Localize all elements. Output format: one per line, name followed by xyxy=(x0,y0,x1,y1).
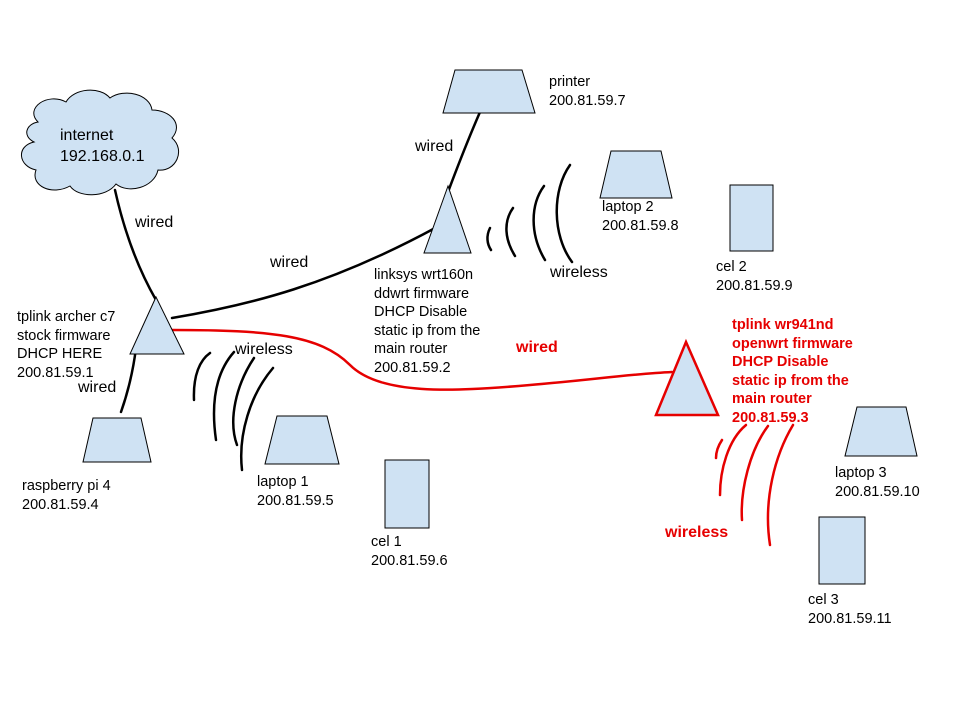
link-label-internet-archer: wired xyxy=(135,214,174,231)
wr941-wireless-waves-icon xyxy=(714,423,795,547)
link-label-linksys-printer: wired xyxy=(415,138,454,155)
link-archer-raspberry xyxy=(119,346,138,414)
linksys-label: linksys wrt160n ddwrt firmware DHCP Disa… xyxy=(374,267,481,376)
link-label-archer-wr941: wired xyxy=(516,339,558,356)
archer-router-icon xyxy=(129,295,185,355)
laptop3-label: laptop 3 200.81.59.10 xyxy=(835,465,920,500)
link-linksys-printer xyxy=(446,110,482,194)
printer-label: printer 200.81.59.7 xyxy=(549,74,626,109)
raspberry-label: raspberry pi 4 200.81.59.4 xyxy=(22,478,111,513)
laptop3-icon xyxy=(844,406,918,457)
link-label-linksys-wireless: wireless xyxy=(550,264,608,281)
laptop2-label: laptop 2 200.81.59.8 xyxy=(602,199,679,234)
cel1-icon xyxy=(384,459,430,529)
link-archer-linksys xyxy=(170,225,439,320)
link-label-archer-wireless: wireless xyxy=(235,341,293,358)
link-archer-wr941 xyxy=(170,328,674,391)
cloud-icon xyxy=(21,89,179,196)
linksys-router-icon xyxy=(423,184,472,254)
link-internet-archer xyxy=(113,188,158,302)
raspberry-icon xyxy=(82,417,152,463)
cel1-label: cel 1 200.81.59.6 xyxy=(371,534,448,569)
wr941-router-icon xyxy=(654,338,720,417)
cel2-icon xyxy=(729,184,774,252)
laptop2-icon xyxy=(599,150,673,199)
archer-wireless-waves-icon xyxy=(192,350,275,472)
archer-label: tplink archer c7 stock firmware DHCP HER… xyxy=(17,309,116,381)
cel2-label: cel 2 200.81.59.9 xyxy=(716,259,793,294)
link-label-archer-linksys: wired xyxy=(270,254,309,271)
link-label-archer-raspberry: wired xyxy=(78,379,117,396)
internet-ip-label: 192.168.0.1 xyxy=(60,148,145,165)
laptop1-label: laptop 1 200.81.59.5 xyxy=(257,474,334,509)
internet-name-label: internet xyxy=(60,127,114,144)
cel3-icon xyxy=(818,516,866,585)
laptop1-icon xyxy=(264,415,340,465)
linksys-wireless-waves-icon xyxy=(486,163,574,264)
wr941-label: tplink wr941nd openwrt firmware DHCP Dis… xyxy=(732,317,853,426)
cel3-label: cel 3 200.81.59.11 xyxy=(808,592,892,627)
link-label-wr941-wireless: wireless xyxy=(665,524,729,541)
printer-icon xyxy=(442,69,536,114)
